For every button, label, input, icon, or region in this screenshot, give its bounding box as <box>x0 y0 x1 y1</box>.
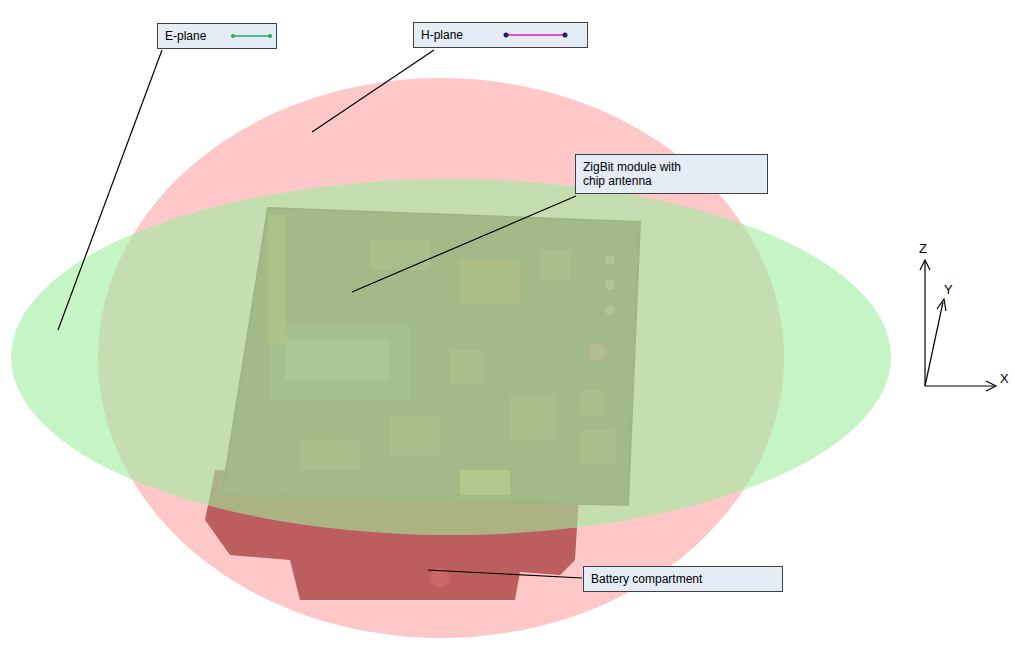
callout-box: Battery compartment <box>583 566 783 592</box>
callout-text: Battery compartment <box>591 572 762 586</box>
callout-box: H-plane <box>413 22 588 48</box>
callout-box: ZigBit module with chip antenna <box>575 154 768 194</box>
callout-text: ZigBit module with chip antenna <box>583 160 697 188</box>
axis-label: Z <box>919 242 927 256</box>
axis-label: X <box>1000 372 1009 386</box>
callout-box: E-plane <box>157 23 277 49</box>
e-plane-pattern <box>11 179 891 535</box>
axis-arrows <box>920 260 996 391</box>
leader-lines <box>58 50 582 578</box>
callout-text: E-plane <box>165 29 226 43</box>
callout-text: H-plane <box>421 28 497 42</box>
axis-label: Y <box>944 283 953 297</box>
